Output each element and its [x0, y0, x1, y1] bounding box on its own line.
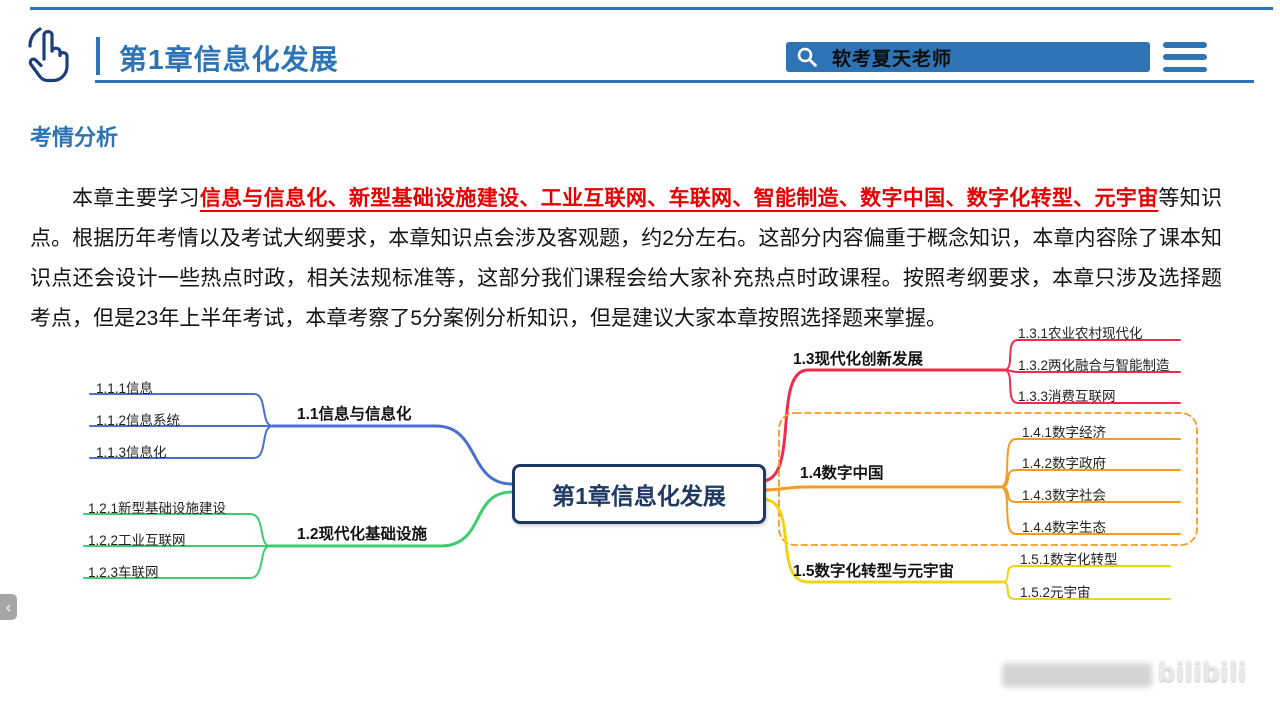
mindmap-topic-1-4: 1.4数字中国 [800, 465, 884, 482]
search-text: 软考夏天老师 [832, 48, 953, 70]
mindmap-node: 1.4.2数字政府 [1022, 456, 1107, 471]
mindmap-node: 1.1.2信息系统 [96, 413, 181, 428]
header-divider [95, 80, 1254, 83]
mindmap-node: 1.3.1农业农村现代化 [1018, 326, 1143, 341]
paragraph-highlight: 信息与信息化、新型基础设施建设、工业互联网、车联网、智能制造、数字中国、数字化转… [199, 187, 1159, 210]
search-icon [797, 47, 817, 67]
mindmap-node: 1.3.3消费互联网 [1018, 389, 1116, 404]
mindmap-node: 1.5.1数字化转型 [1020, 552, 1118, 567]
menu-bar [1163, 66, 1207, 72]
paragraph-prefix: 本章主要学习 [72, 187, 200, 210]
mindmap-topic-1-1: 1.1信息与信息化 [297, 406, 412, 423]
paragraph-rest: 等知识点。根据历年考情以及考试大纲要求，本章知识点会涉及客观题，约2分左右。这部… [30, 187, 1223, 330]
sidebar-collapse-tab[interactable]: ‹ [0, 594, 17, 620]
mindmap-node: 1.4.1数字经济 [1022, 425, 1107, 440]
analysis-paragraph: 本章主要学习信息与信息化、新型基础设施建设、工业互联网、车联网、智能制造、数字中… [30, 179, 1222, 339]
page-title: 第1章信息化发展 [119, 44, 339, 75]
mindmap-topic-1-5: 1.5数字化转型与元宇宙 [793, 563, 955, 580]
mindmap-node: 1.4.3数字社会 [1022, 488, 1107, 503]
mindmap-topic-1-2: 1.2现代化基础设施 [297, 526, 428, 543]
bilibili-watermark: bilibili [1158, 656, 1247, 687]
search-input[interactable]: 软考夏天老师 [786, 42, 1150, 72]
blurred-watermark [1002, 663, 1152, 687]
mindmap-node: 1.2.1新型基础设施建设 [88, 501, 227, 516]
mindmap-topic-1-3: 1.3现代化创新发展 [793, 351, 924, 368]
menu-bar [1163, 54, 1207, 60]
mindmap-root-node: 第1章信息化发展 [512, 464, 766, 524]
mindmap-node: 1.1.3信息化 [96, 445, 167, 460]
top-divider [30, 7, 1273, 10]
mindmap-node: 1.2.3车联网 [88, 565, 159, 580]
mindmap-node: 1.2.2工业互联网 [88, 533, 186, 548]
chevron-left-icon: ‹ [6, 598, 11, 616]
section-heading: 考情分析 [30, 125, 119, 150]
mindmap-node: 1.1.1信息 [96, 381, 154, 396]
mindmap-node: 1.5.2元宇宙 [1020, 585, 1091, 600]
menu-bar [1163, 42, 1207, 48]
menu-button[interactable] [1163, 42, 1207, 72]
hand-cursor-icon [28, 27, 69, 83]
mindmap-node: 1.4.4数字生态 [1022, 520, 1107, 535]
mindmap-node: 1.3.2两化融合与智能制造 [1018, 358, 1170, 373]
title-accent-bar [96, 37, 100, 75]
